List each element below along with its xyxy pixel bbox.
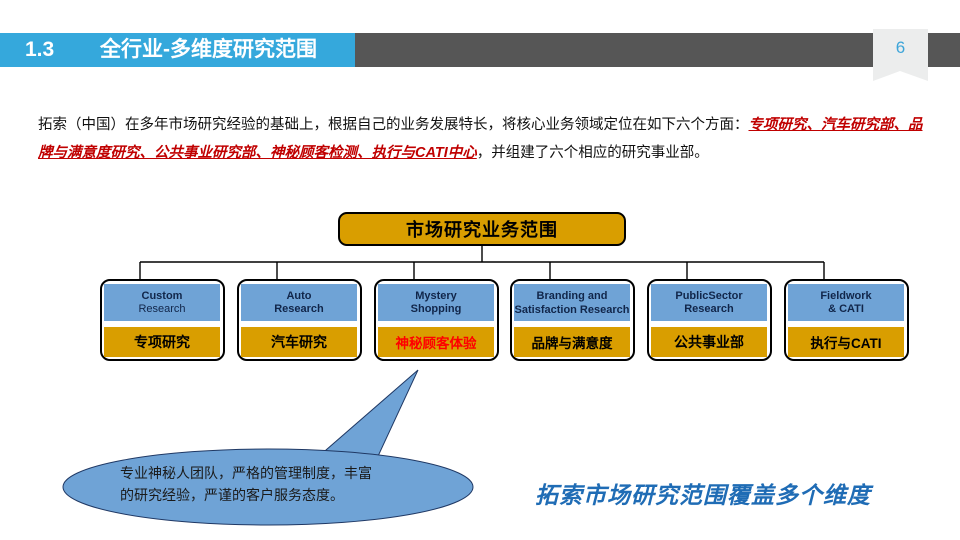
- chart-node-en-label: Fieldwork& CATI: [788, 284, 904, 321]
- callout-bubble: [62, 448, 474, 526]
- chart-node-en-bold: Auto: [286, 289, 312, 302]
- callout-line-2: 的研究经验，严谨的客户服务态度。: [120, 487, 344, 503]
- chart-node-en-bold: PublicSector: [675, 289, 743, 302]
- chart-root-node: 市场研究业务范围: [338, 212, 626, 246]
- chart-node-cn-label: 专项研究: [104, 327, 220, 357]
- callout-line-1: 专业神秘人团队，严格的管理制度，丰富: [120, 465, 372, 481]
- chart-node-en-thin: Shopping: [410, 302, 462, 315]
- chart-node-en-bold: Custom: [141, 289, 183, 302]
- chart-node-en-bold: Mystery: [415, 289, 457, 302]
- page-number-badge-notch: [873, 71, 928, 81]
- intro-paragraph: 拓索（中国）在多年市场研究经验的基础上，根据自己的业务发展特长，将核心业务领域定…: [38, 111, 928, 167]
- intro-paragraph-highlight: 专项研究、汽车研究部、品牌与满意度研究、公共事业研究部、神秘顾客检测、执行与CA…: [38, 117, 923, 161]
- chart-node-en-thin: Research: [684, 302, 734, 315]
- chart-node-en-thin: & CATI: [828, 302, 864, 315]
- chart-node-en-thin: Research: [138, 302, 186, 315]
- chart-node-cn-label: 神秘顾客体验: [378, 327, 494, 357]
- chart-node-fieldwork-cati[interactable]: Fieldwork& CATI 执行与CATI: [784, 279, 909, 361]
- chart-node-cn-label: 执行与CATI: [788, 327, 904, 357]
- chart-node-en-bold: Branding and: [536, 290, 608, 302]
- page-number-value: 6: [895, 38, 906, 57]
- intro-paragraph-part1: 拓索（中国）在多年市场研究经验的基础上，根据自己的业务发展特长，将核心业务领域定…: [38, 117, 749, 133]
- chart-node-en-bold: Fieldwork: [820, 289, 872, 302]
- chart-node-cn-label: 汽车研究: [241, 327, 357, 357]
- page-number-badge: [873, 29, 928, 71]
- chart-node-cn-label: 品牌与满意度: [514, 327, 630, 357]
- section-number: 1.3: [25, 38, 55, 61]
- callout-text: 专业神秘人团队，严格的管理制度，丰富 的研究经验，严谨的客户服务态度。: [120, 462, 430, 506]
- chart-node-en-thin: Research: [274, 302, 324, 315]
- header-blue-bar: [0, 33, 355, 67]
- chart-root-label: 市场研究业务范围: [406, 220, 558, 240]
- chart-node-cn-label: 公共事业部: [651, 327, 767, 357]
- intro-paragraph-part2: ，并组建了六个相应的研究事业部。: [476, 145, 709, 161]
- tagline-text: 拓索市场研究范围覆盖多个维度: [535, 482, 871, 508]
- chart-node-en-thin: Satisfaction Research: [514, 303, 630, 316]
- page-title: 全行业-多维度研究范围: [100, 38, 317, 61]
